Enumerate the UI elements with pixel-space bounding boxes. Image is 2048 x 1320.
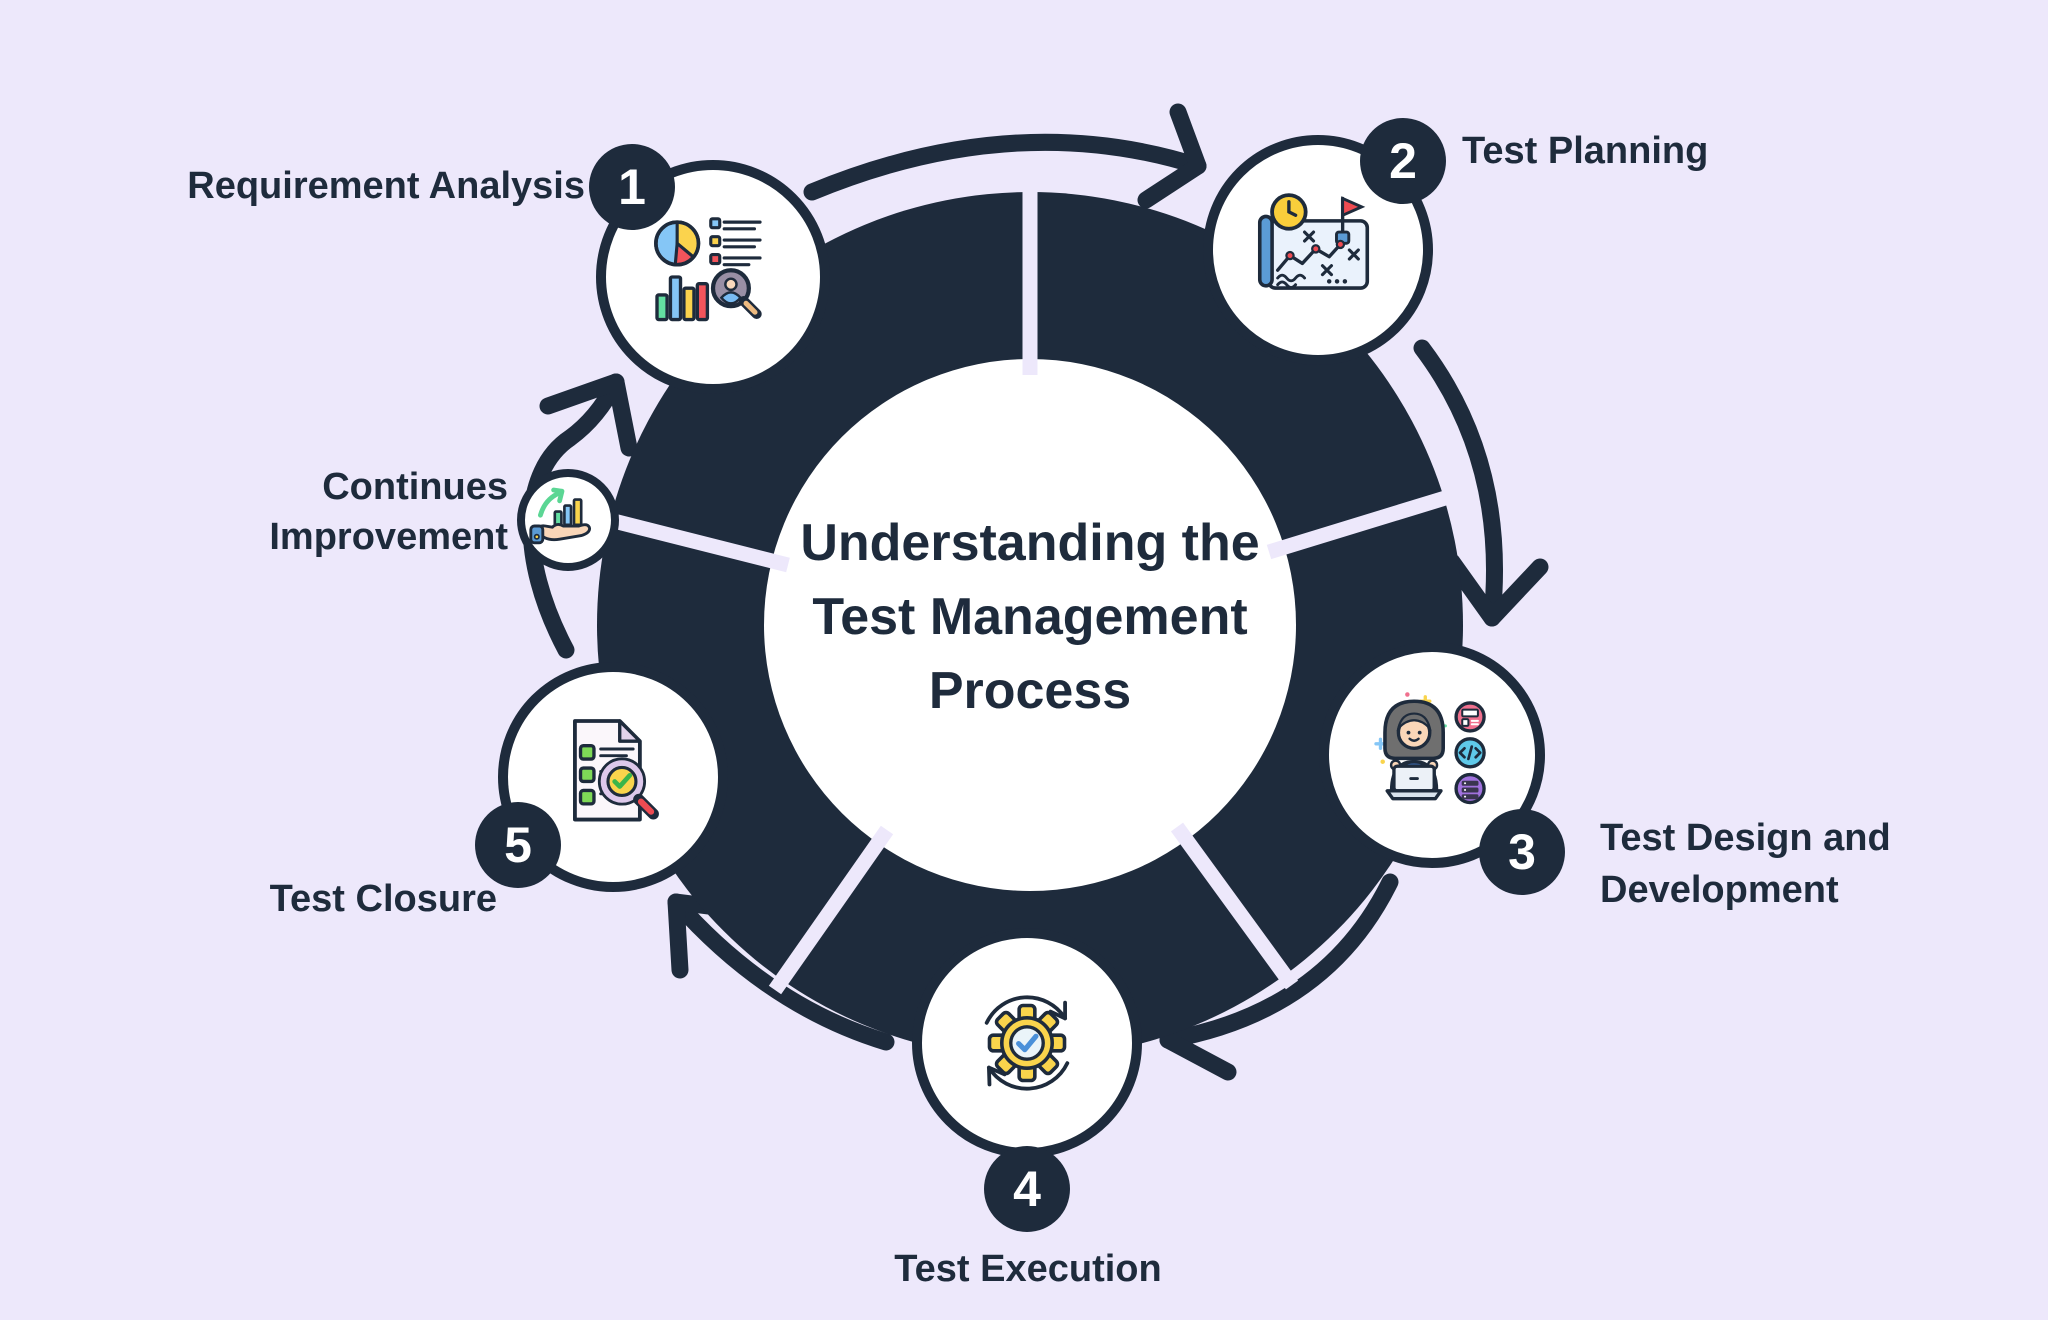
step-number-badges: [475, 118, 1565, 1232]
continues-improvement-label: Continues Improvement: [269, 466, 508, 558]
step4-number: 4: [1013, 1161, 1041, 1217]
step3-number: 3: [1508, 824, 1536, 880]
arrow-step1-to-step2: [803, 103, 1207, 209]
ring-center-disc: [764, 359, 1296, 891]
step5-number: 5: [504, 817, 532, 873]
badge-1: [589, 144, 675, 230]
step4-node: [912, 928, 1142, 1158]
plan-map-clock-flag-icon: [1257, 193, 1370, 290]
step1-label: Requirement Analysis: [187, 165, 585, 207]
badge-2: [1360, 118, 1446, 204]
badge-5: [475, 802, 561, 888]
badge-4: [984, 1146, 1070, 1232]
badge-3: [1479, 809, 1565, 895]
diagram-title: Understanding the Test Management Proces…: [800, 514, 1260, 720]
gear-check-cycle-icon: [984, 995, 1070, 1091]
ring-segment-gaps: [596, 180, 1458, 995]
arrow-step5-to-step1: [522, 373, 638, 659]
step4-label: Test Execution: [894, 1248, 1162, 1290]
step5-label: Test Closure: [269, 878, 497, 920]
developer-woman-laptop-icon: [1374, 692, 1486, 805]
checklist-document-magnifier-icon: [573, 719, 659, 822]
step2-label: Test Planning: [1462, 130, 1709, 172]
cycle-arrows: [522, 103, 1549, 1081]
step3-node: [1319, 642, 1545, 868]
analysis-pie-bars-magnifier-icon: [654, 217, 762, 322]
hand-growth-chart-icon: [529, 487, 592, 545]
step3-label: Test Design and Development: [1600, 817, 1891, 911]
continues-improvement-node: [517, 469, 619, 571]
step2-node: [1203, 135, 1433, 365]
step2-number: 2: [1389, 133, 1417, 189]
step1-number: 1: [618, 159, 646, 215]
